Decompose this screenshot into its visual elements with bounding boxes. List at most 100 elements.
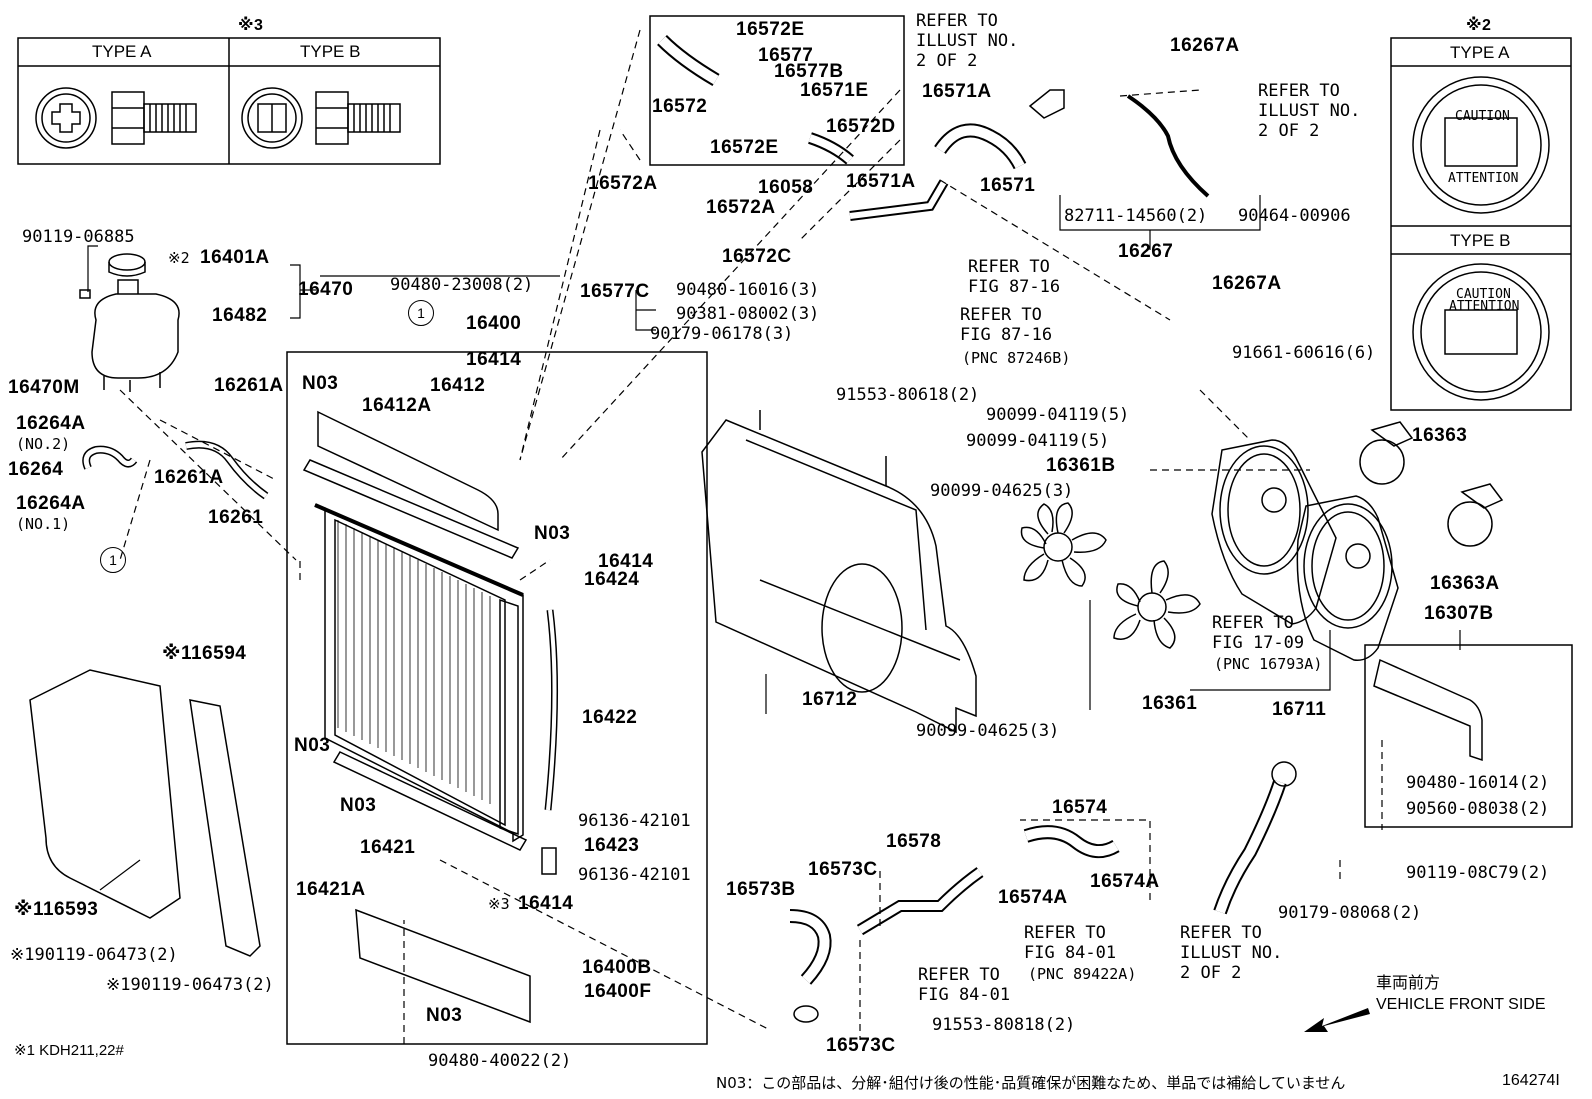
part-label: 16574 xyxy=(1052,797,1108,818)
part-label: 90480-16014(2) xyxy=(1406,773,1550,793)
part-label: 16470M xyxy=(8,377,80,398)
seal-top xyxy=(302,459,520,559)
part-label: ※190119-06473(2) xyxy=(10,945,178,965)
part-label: 16361B xyxy=(1046,455,1116,476)
refer-text: FIG 87-16 xyxy=(960,325,1053,345)
part-label: 16361 xyxy=(1142,693,1198,714)
part-label: 16261A xyxy=(214,375,284,396)
cap-b-caution-text: CAUTION xyxy=(1456,287,1511,302)
refer-text: ILLUST NO. xyxy=(916,31,1019,51)
part-label: ※190119-06473(2) xyxy=(106,975,274,995)
part-label: 91553-80618(2) xyxy=(836,385,980,405)
lower-tank xyxy=(355,908,531,1024)
cap-type-a-heading: TYPE A xyxy=(1450,43,1510,62)
part-label: 96136-42101 xyxy=(578,811,691,831)
refer-text: 2 OF 2 xyxy=(1258,121,1320,141)
front-arrow-icon xyxy=(1304,1008,1370,1032)
part-label: 16261 xyxy=(208,507,264,528)
part-label: 90560-08038(2) xyxy=(1406,799,1550,819)
part-label: 16711 xyxy=(1272,699,1327,720)
n03-label: N03 xyxy=(294,735,331,756)
part-label: 91553-80818(2) xyxy=(932,1015,1076,1035)
radiator-assembly-box xyxy=(286,351,708,1045)
part-label: 16574A xyxy=(998,887,1068,908)
part-label: 16414 xyxy=(466,349,522,370)
part-label: 16264A xyxy=(16,413,86,434)
part-label: 16264A xyxy=(16,493,86,514)
cap-type-b-heading: TYPE B xyxy=(1450,231,1511,250)
diagram-id: 164274I xyxy=(1502,1072,1560,1089)
cap-a-caution-text: CAUTION xyxy=(1455,109,1510,124)
part-label: 16412 xyxy=(430,375,486,396)
vehicle-front-en: VEHICLE FRONT SIDE xyxy=(1376,996,1546,1013)
part-label: 90099-04119(5) xyxy=(966,431,1110,451)
part-label: 16264 xyxy=(8,459,64,480)
part-label: 16572D xyxy=(826,116,896,137)
reference-circle-1: 1 xyxy=(408,300,434,326)
part-label: 16412A xyxy=(362,395,432,416)
part-label: 90099-04119(5) xyxy=(986,405,1130,425)
part-label: 90099-04625(3) xyxy=(916,721,1060,741)
hose-detail-box xyxy=(649,15,905,166)
pipe-16267 xyxy=(1126,94,1210,198)
part-label: 16422 xyxy=(582,707,638,728)
mark2-label: ※2 xyxy=(1466,17,1492,34)
part-label: 16421 xyxy=(360,837,416,858)
leader-lines xyxy=(87,195,1461,891)
part-label: 16482 xyxy=(212,305,268,326)
part-label: 16573B xyxy=(726,879,796,900)
part-label: 16573C xyxy=(808,859,878,880)
refer-text: REFER TO xyxy=(1024,923,1106,943)
refer-text: (PNC 16793A) xyxy=(1214,655,1323,673)
part-label: 16577 xyxy=(758,45,814,66)
refer-text: (PNC 87246B) xyxy=(962,349,1071,367)
refer-text: ILLUST NO. xyxy=(1180,943,1283,963)
electric-fan-shroud xyxy=(1211,439,1399,661)
part-label: 16424 xyxy=(584,569,640,590)
union-16571 xyxy=(1028,89,1065,119)
part-label: 82711-14560(2) xyxy=(1064,206,1208,226)
part-label: 90480-40022(2) xyxy=(428,1051,572,1071)
part-label: 16572 xyxy=(652,96,708,117)
cap-type-box xyxy=(1390,37,1572,411)
refer-text: REFER TO xyxy=(968,257,1050,277)
part-label: 90099-04625(3) xyxy=(930,481,1074,501)
refer-text: REFER TO xyxy=(918,965,1000,985)
part-label: 16571E xyxy=(800,80,869,101)
cap-a-attention-text: ATTENTION xyxy=(1448,171,1519,186)
deflector-16594 xyxy=(189,699,261,957)
n03-note: N03：この部品は、分解･組付け後の性能･品質確保が困難なため、単品では補給して… xyxy=(716,1074,1346,1092)
refer-text: 2 OF 2 xyxy=(916,51,978,71)
vehicle-front-jp: 車両前方 xyxy=(1376,973,1441,992)
part-label: 16574A xyxy=(1090,871,1160,892)
refer-text: REFER TO xyxy=(916,11,998,31)
footnote: ※1 KDH211,22# xyxy=(14,1042,124,1059)
part-label: 16363A xyxy=(1430,573,1500,594)
cap-b-attention-text: ATTENTION xyxy=(1449,299,1520,314)
part-label: 16571A xyxy=(846,171,916,192)
part-label: 16712 xyxy=(802,689,858,710)
deflector-16593 xyxy=(29,669,181,919)
n03-label: N03 xyxy=(302,373,339,394)
dashed-leaders xyxy=(119,29,1383,1044)
bolt-type-b-heading: TYPE B xyxy=(300,42,361,61)
part-label: 16572A xyxy=(588,173,658,194)
refer-text: FIG 84-01 xyxy=(918,985,1011,1005)
fan-motors xyxy=(1359,421,1504,547)
part-label: 90480-16016(3) xyxy=(676,280,820,300)
bracket-box xyxy=(1364,644,1573,828)
part-label: 16578 xyxy=(886,831,942,852)
refer-text: FIG 17-09 xyxy=(1212,633,1305,653)
part-label: 96136-42101 xyxy=(578,865,691,885)
bolt-type-box xyxy=(17,37,441,165)
part-label: 16267A xyxy=(1170,35,1240,56)
part-label: ※116593 xyxy=(14,899,99,920)
refer-text: (PNC 89422A) xyxy=(1028,965,1137,983)
seal-bottom xyxy=(332,751,528,851)
part-label: 16572E xyxy=(736,19,805,40)
fan-16361B xyxy=(1020,502,1107,587)
part-label: 16400B xyxy=(582,957,652,978)
part-label: 16400F xyxy=(584,981,652,1002)
